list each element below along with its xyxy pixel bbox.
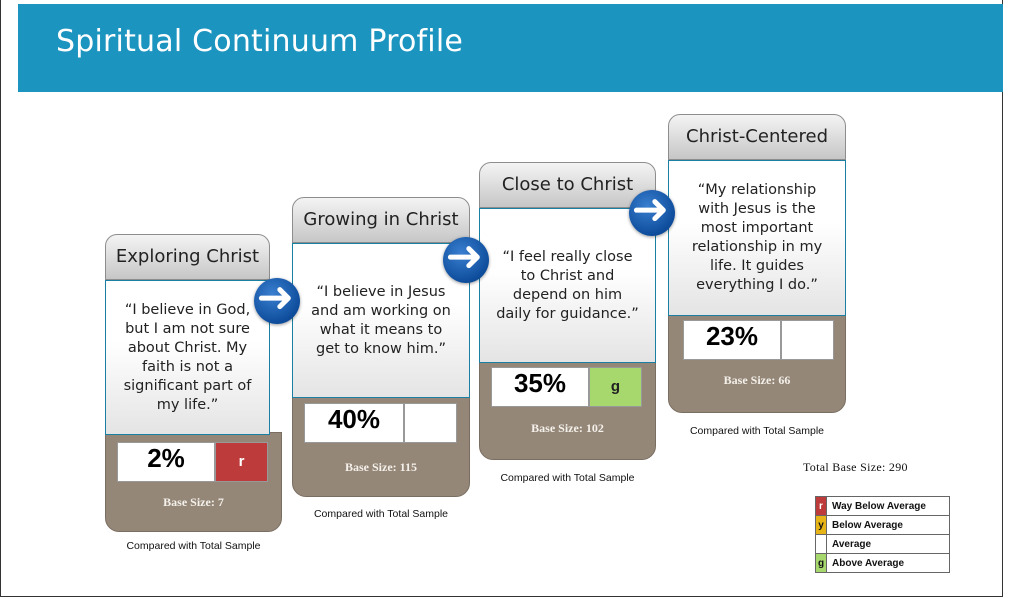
legend-swatch: g	[815, 553, 827, 573]
header-bar: Spiritual Continuum Profile	[18, 4, 1003, 92]
arrow-right-circle-icon	[254, 278, 300, 324]
stage-title: Close to Christ	[479, 162, 656, 208]
stage-title: Growing in Christ	[292, 197, 470, 243]
base-size: Base Size: 115	[345, 460, 417, 474]
stage-quote: “My relationship with Jesus is the most …	[668, 160, 846, 316]
legend: r Way Below Average y Below Average Aver…	[815, 496, 950, 573]
compared-label: Compared with Total Sample	[500, 472, 635, 484]
percent-value: 40%	[304, 403, 404, 443]
legend-swatch: r	[815, 496, 827, 516]
page-title: Spiritual Continuum Profile	[56, 24, 464, 59]
compared-label: Compared with Total Sample	[313, 508, 449, 520]
stage-title: Christ-Centered	[668, 114, 846, 160]
compared-label: Compared with Total Sample	[126, 540, 261, 552]
comparison-flag: g	[589, 367, 642, 407]
legend-label: Above Average	[826, 553, 950, 573]
total-base-size: Total Base Size: 290	[803, 460, 908, 474]
percent-value: 35%	[491, 367, 589, 407]
stage-quote: “I feel really close to Christ and depen…	[479, 208, 656, 363]
legend-row: r Way Below Average	[815, 496, 950, 516]
base-size: Base Size: 7	[163, 495, 224, 509]
legend-row: g Above Average	[815, 553, 950, 573]
comparison-flag	[781, 320, 834, 360]
arrow-right-circle-icon	[443, 237, 489, 283]
legend-row: y Below Average	[815, 515, 950, 535]
percent-value: 23%	[683, 320, 781, 360]
stage-title: Exploring Christ	[105, 234, 270, 280]
stage-quote: “I believe in God, but I am not sure abo…	[105, 280, 270, 435]
legend-row: Average	[815, 534, 950, 554]
base-size: Base Size: 102	[531, 421, 604, 435]
comparison-flag	[404, 403, 457, 443]
legend-label: Below Average	[826, 515, 950, 535]
legend-swatch	[815, 534, 827, 554]
legend-swatch: y	[815, 515, 827, 535]
compared-label: Compared with Total Sample	[689, 425, 825, 437]
legend-label: Average	[826, 534, 950, 554]
comparison-flag: r	[215, 442, 268, 482]
legend-label: Way Below Average	[826, 496, 950, 516]
percent-value: 2%	[117, 442, 215, 482]
stage-quote: “I believe in Jesus and am working on wh…	[292, 243, 470, 398]
base-size: Base Size: 66	[723, 373, 791, 387]
arrow-right-circle-icon	[629, 190, 675, 236]
